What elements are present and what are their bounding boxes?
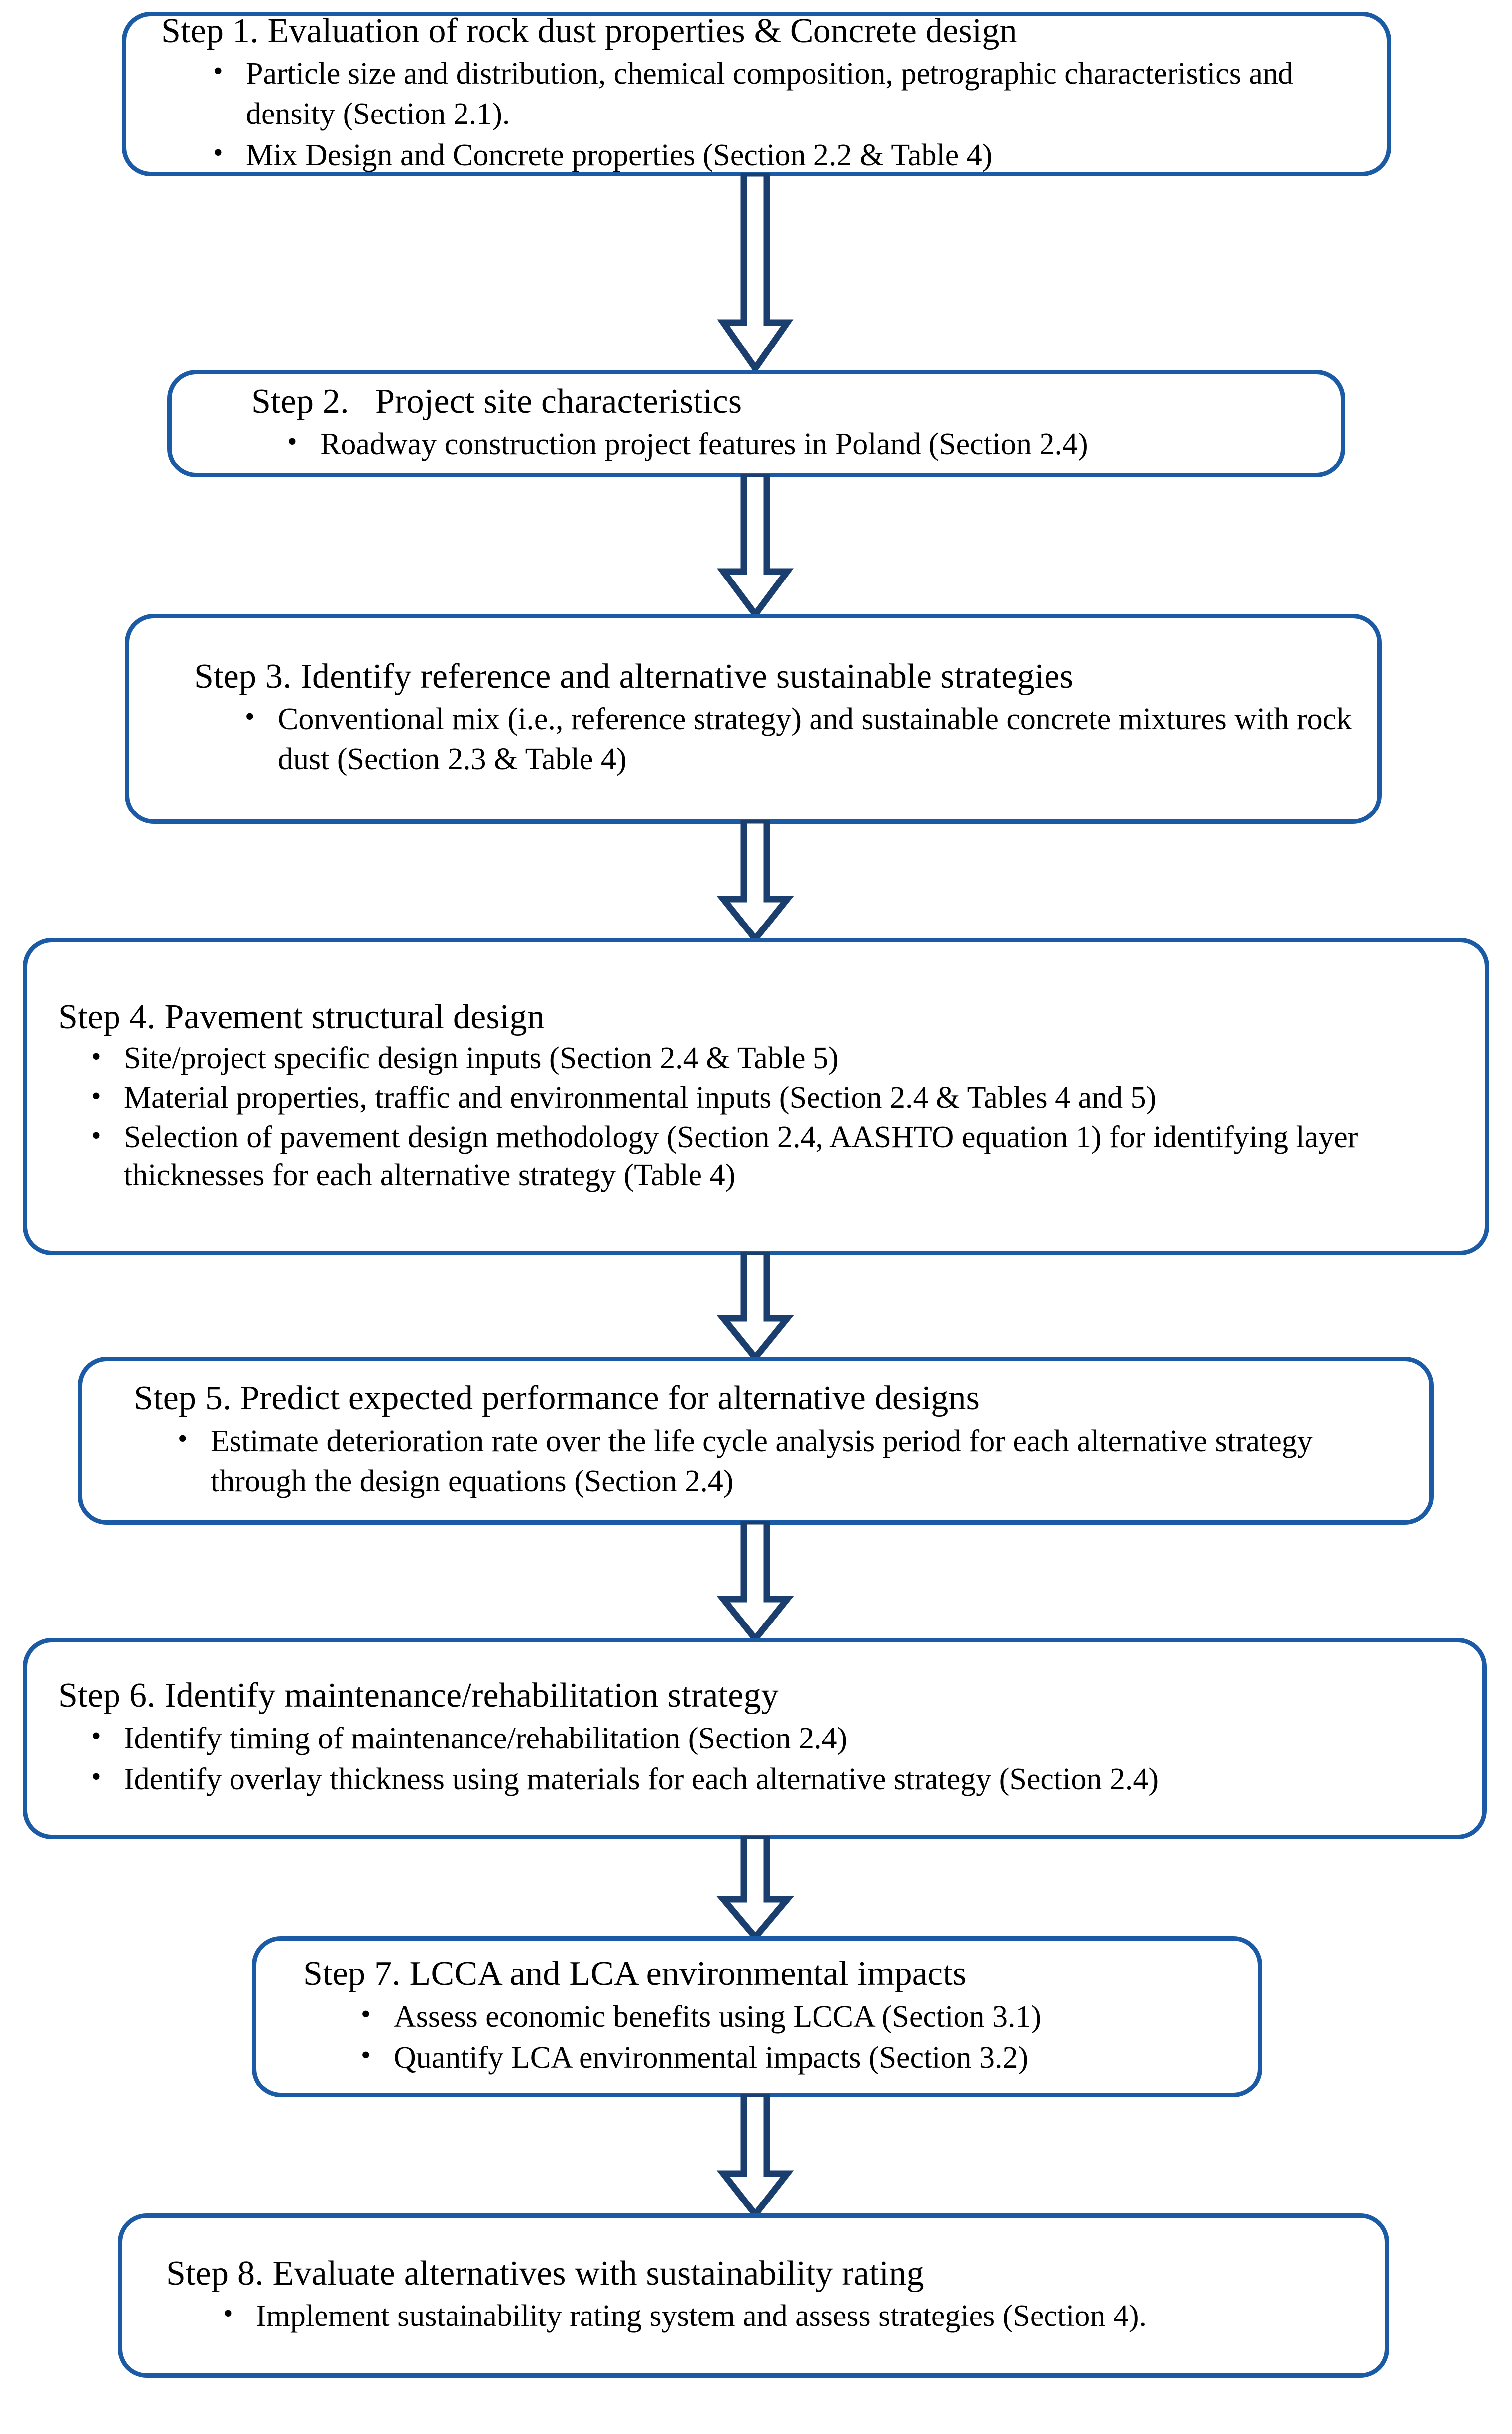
step-box-5[interactable]: Step 5. Predict expected performance for…: [78, 1357, 1434, 1525]
arrow-step3-to-step4: [715, 820, 795, 942]
step-2-bullet-list: Roadway construction project features in…: [189, 423, 1324, 465]
step-5-bullet-1: Estimate deterioration rate over the lif…: [174, 1420, 1412, 1502]
step-6-bullet-1: Identify timing of maintenance/rehabilit…: [87, 1718, 1465, 1759]
step-box-2[interactable]: Step 2. Project site characteristics Roa…: [167, 370, 1345, 477]
step-7-bullet-1: Assess economic benefits using LCCA (Sec…: [357, 1996, 1241, 2037]
step-box-1[interactable]: Step 1. Evaluation of rock dust properti…: [122, 12, 1391, 176]
step-4-title: Step 4. Pavement structural design: [58, 997, 545, 1036]
step-1-bullet-2: Mix Design and Concrete properties (Sect…: [209, 134, 1370, 176]
step-4-bullet-1: Site/project specific design inputs (Sec…: [87, 1039, 1468, 1078]
step-4-bullet-3: Selection of pavement design methodology…: [87, 1117, 1468, 1195]
step-box-4[interactable]: Step 4. Pavement structural design Site/…: [23, 938, 1489, 1255]
step-box-7[interactable]: Step 7. LCCA and LCA environmental impac…: [252, 1936, 1262, 2097]
step-2-title: Step 2. Project site characteristics: [251, 382, 742, 421]
step-box-8[interactable]: Step 8. Evaluate alternatives with susta…: [118, 2213, 1389, 2378]
step-5-bullet-list: Estimate deterioration rate over the lif…: [99, 1420, 1412, 1503]
step-7-title: Step 7. LCCA and LCA environmental impac…: [303, 1955, 967, 1993]
step-6-bullet-list: Identify timing of maintenance/rehabilit…: [44, 1718, 1465, 1801]
arrow-step4-to-step5: [715, 1252, 795, 1361]
step-box-3[interactable]: Step 3. Identify reference and alternati…: [125, 614, 1382, 824]
step-box-6[interactable]: Step 6. Identify maintenance/rehabilitat…: [23, 1638, 1487, 1839]
arrow-step1-to-step2: [715, 173, 795, 374]
step-7-bullet-2: Quantify LCA environmental impacts (Sect…: [357, 2037, 1241, 2078]
step-1-bullet-list: Particle size and distribution, chemical…: [143, 53, 1370, 176]
step-7-bullet-list: Assess economic benefits using LCCA (Sec…: [273, 1996, 1241, 2079]
step-8-bullet-list: Implement sustainability rating system a…: [139, 2295, 1368, 2337]
step-4-bullet-2: Material properties, traffic and environ…: [87, 1078, 1468, 1117]
step-4-bullet-list: Site/project specific design inputs (Sec…: [44, 1039, 1468, 1196]
step-3-bullet-1: Conventional mix (i.e., reference strate…: [241, 698, 1360, 780]
step-3-bullet-list: Conventional mix (i.e., reference strate…: [146, 698, 1360, 781]
step-3-title: Step 3. Identify reference and alternati…: [194, 657, 1074, 696]
step-1-title: Step 1. Evaluation of rock dust properti…: [161, 11, 1017, 50]
step-8-title: Step 8. Evaluate alternatives with susta…: [166, 2254, 924, 2293]
step-2-bullet-1: Roadway construction project features in…: [283, 423, 1324, 464]
arrow-step5-to-step6: [715, 1521, 795, 1642]
arrow-step7-to-step8: [715, 2094, 795, 2217]
arrow-step6-to-step7: [715, 1836, 795, 1940]
step-6-title: Step 6. Identify maintenance/rehabilitat…: [58, 1676, 779, 1715]
step-5-title: Step 5. Predict expected performance for…: [134, 1379, 980, 1418]
step-1-bullet-1: Particle size and distribution, chemical…: [209, 53, 1370, 134]
step-8-bullet-1: Implement sustainability rating system a…: [219, 2295, 1368, 2336]
arrow-step2-to-step3: [715, 474, 795, 618]
step-6-bullet-2: Identify overlay thickness using materia…: [87, 1758, 1465, 1800]
